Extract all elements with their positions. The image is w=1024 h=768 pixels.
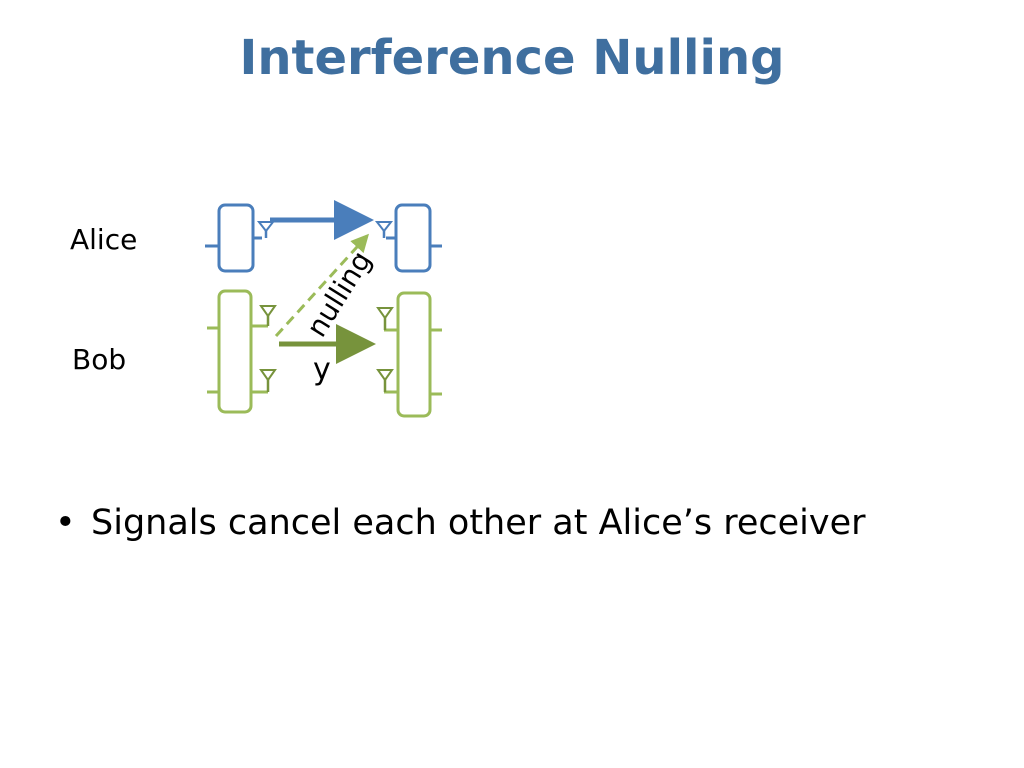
bob-rx-antenna-top-icon xyxy=(376,307,394,330)
slide-title: Interference Nulling xyxy=(239,30,785,86)
alice-receiver xyxy=(386,203,442,273)
alice-transmitter xyxy=(205,203,262,273)
bob-label: Bob xyxy=(72,343,127,376)
bullet-item: • Signals cancel each other at Alice’s re… xyxy=(55,503,866,543)
bullet-marker: • xyxy=(55,503,76,543)
nulling-arrow xyxy=(274,233,370,338)
nulling-label: nulling xyxy=(300,245,378,343)
alice-label: Alice xyxy=(70,223,138,256)
bob-rx-antenna-bottom-icon xyxy=(376,369,394,392)
bob-tx-antenna-top-icon xyxy=(259,305,277,326)
y-label: y xyxy=(313,352,331,387)
bob-receiver xyxy=(384,291,442,418)
alice-rx-antenna-icon xyxy=(374,221,394,238)
alice-tx-antenna-icon xyxy=(256,221,276,238)
bullet-text: Signals cancel each other at Alice’s rec… xyxy=(91,503,866,543)
bob-tx-antenna-bottom-icon xyxy=(259,369,277,392)
bob-transmitter xyxy=(207,289,268,414)
